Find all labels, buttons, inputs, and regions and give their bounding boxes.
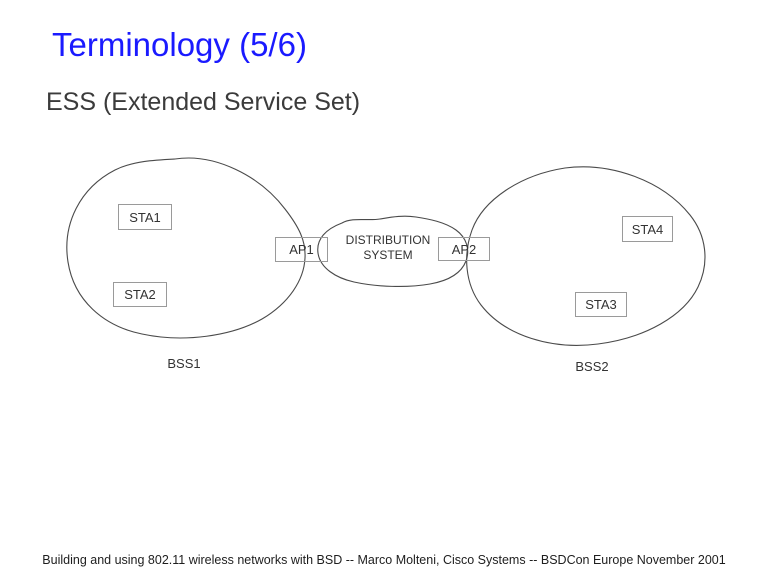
bss2-ellipse [466, 166, 706, 346]
node-ap2: AP2 [438, 237, 490, 261]
node-sta4-label: STA4 [631, 221, 664, 237]
footer-credit: Building and using 802.11 wireless netwo… [42, 553, 726, 567]
distribution-system-blob [317, 215, 469, 288]
node-ap2-label: AP2 [451, 241, 477, 257]
node-sta2-label: STA2 [124, 287, 156, 302]
node-sta1-label: STA1 [129, 209, 161, 225]
node-sta2: STA2 [113, 282, 167, 307]
node-ap1-label: AP1 [289, 242, 314, 257]
bss1-ellipse [66, 157, 306, 339]
node-sta1: STA1 [118, 204, 172, 230]
bss1-label: BSS1 [167, 356, 201, 371]
distribution-system-line2: SYSTEM [363, 248, 413, 262]
node-sta4: STA4 [622, 216, 673, 242]
page-title: Terminology (5/6) [52, 26, 307, 63]
node-sta3-label: STA3 [585, 297, 617, 312]
distribution-system-line1: DISTRIBUTION [345, 233, 431, 247]
distribution-system-label: DISTRIBUTION SYSTEM [326, 233, 450, 263]
node-sta3: STA3 [575, 292, 627, 317]
bss2-label: BSS2 [575, 359, 609, 374]
slide-subtitle: ESS (Extended Service Set) [46, 88, 361, 116]
node-ap1: AP1 [275, 237, 328, 262]
